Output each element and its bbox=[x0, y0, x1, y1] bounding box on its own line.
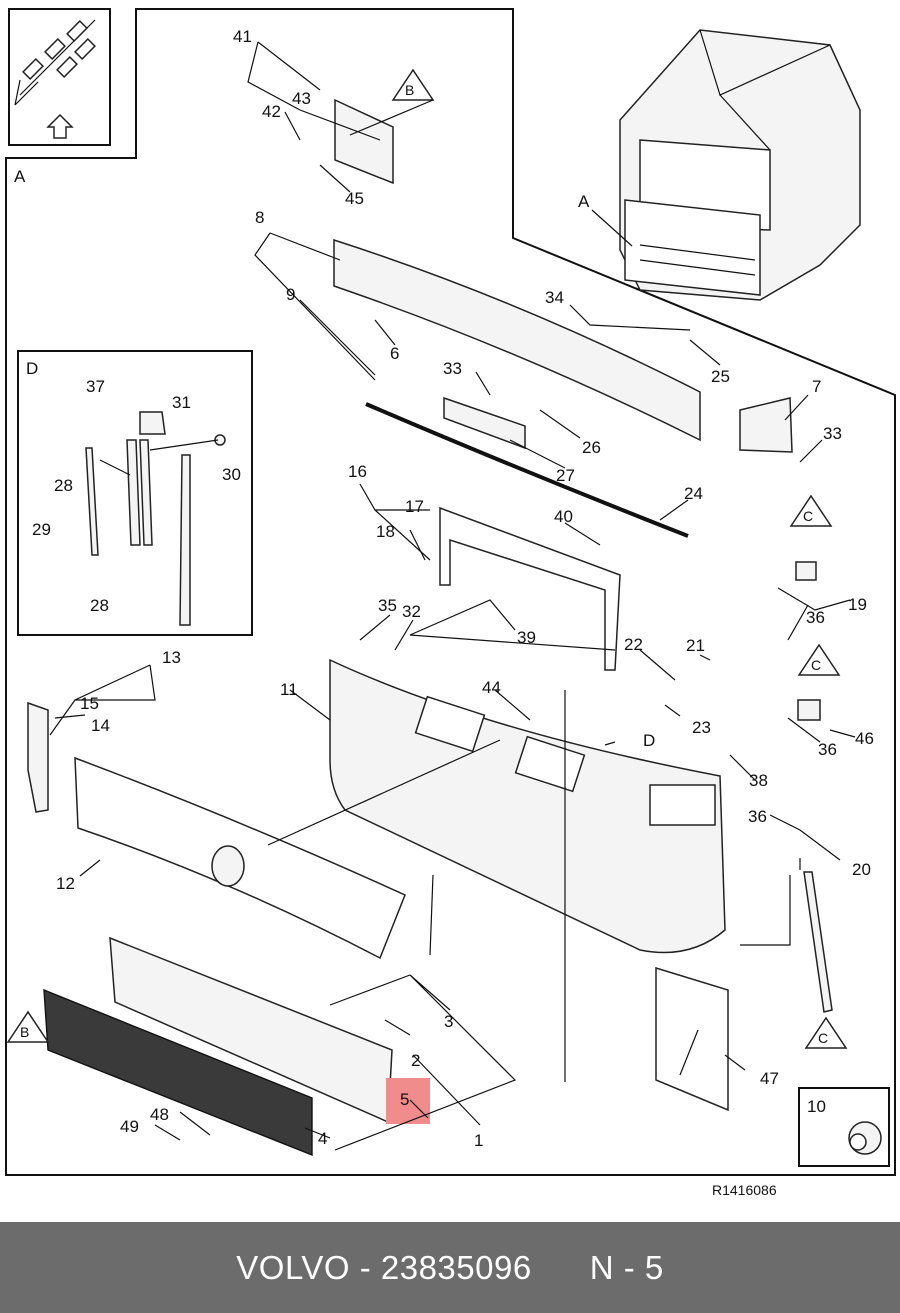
part-label-38: 38 bbox=[749, 771, 768, 790]
part-label-7: 7 bbox=[812, 377, 821, 396]
footer-bar: VOLVO - 23835096 N - 5 bbox=[0, 1222, 900, 1313]
part-label-37: 37 bbox=[86, 377, 105, 396]
part-label-33a: 33 bbox=[443, 359, 462, 378]
grille-emblem bbox=[211, 845, 245, 887]
part-label-44: 44 bbox=[482, 678, 501, 697]
part-label-16: 16 bbox=[348, 462, 367, 481]
view-label-a-cab: A bbox=[578, 192, 590, 211]
detail-d-struts bbox=[85, 411, 226, 626]
end-cap bbox=[27, 701, 49, 813]
part-label-35: 35 bbox=[378, 596, 397, 615]
part-label-43: 43 bbox=[292, 89, 311, 108]
ref-triangle-c-2: C bbox=[797, 643, 841, 676]
part-label-45: 45 bbox=[345, 189, 364, 208]
view-direction-box bbox=[8, 8, 111, 146]
part-label-20: 20 bbox=[852, 860, 871, 879]
footer-gap bbox=[532, 1249, 590, 1287]
mesh-grille bbox=[43, 988, 313, 1157]
part-label-3: 3 bbox=[444, 1012, 453, 1031]
diagram-frame bbox=[5, 8, 896, 1176]
part-label-21: 21 bbox=[686, 636, 705, 655]
upper-panel bbox=[333, 238, 701, 442]
part-label-31: 31 bbox=[172, 393, 191, 412]
part-label-24: 24 bbox=[684, 484, 703, 503]
part-label-42: 42 bbox=[262, 102, 281, 121]
ref-triangle-c-1: C bbox=[789, 494, 833, 527]
part-label-30: 30 bbox=[222, 465, 241, 484]
footer-part-number: 23835096 bbox=[380, 1248, 532, 1286]
part-label-36c: 36 bbox=[748, 807, 767, 826]
footer-position-label: N - 5 bbox=[589, 1248, 664, 1286]
clip-icon bbox=[848, 1121, 882, 1155]
part-label-19: 19 bbox=[848, 595, 867, 614]
part-label-28a: 28 bbox=[54, 476, 73, 495]
part-label-36a: 36 bbox=[806, 608, 825, 627]
part-labels: 1 2 3 4 5 6 7 8 9 10 11 12 13 14 15 16 1… bbox=[32, 27, 874, 1150]
part-label-2: 2 bbox=[411, 1051, 420, 1070]
footer-brand: VOLVO bbox=[236, 1248, 351, 1286]
part-label-13: 13 bbox=[162, 648, 181, 667]
svg-text:B: B bbox=[20, 1024, 29, 1040]
part-label-32: 32 bbox=[402, 602, 421, 621]
part-label-34: 34 bbox=[545, 288, 564, 307]
part-label-15: 15 bbox=[80, 694, 99, 713]
leader-lines bbox=[49, 41, 856, 1151]
part-label-39: 39 bbox=[517, 628, 536, 647]
part-label-10: 10 bbox=[807, 1097, 826, 1116]
gas-strut bbox=[803, 871, 833, 1013]
svg-text:B: B bbox=[405, 82, 414, 98]
part-label-12: 12 bbox=[56, 874, 75, 893]
view-label-a: A bbox=[14, 167, 26, 186]
hinge-46 bbox=[797, 699, 821, 721]
parts-diagram: A D A bbox=[5, 8, 896, 1198]
part-label-33b: 33 bbox=[823, 424, 842, 443]
part-label-11: 11 bbox=[280, 680, 298, 699]
view-label-d: D bbox=[26, 359, 38, 378]
drawing-reference: R1416086 bbox=[712, 1182, 777, 1198]
part-label-47: 47 bbox=[760, 1069, 779, 1088]
part-label-17: 17 bbox=[405, 497, 424, 516]
svg-text:C: C bbox=[811, 657, 821, 673]
part-label-1: 1 bbox=[474, 1131, 483, 1150]
detail-d-box bbox=[17, 350, 253, 636]
view-direction-icon bbox=[14, 19, 96, 139]
part-label-22: 22 bbox=[624, 635, 643, 654]
part-label-46: 46 bbox=[855, 729, 874, 748]
part-label-5: 5 bbox=[400, 1090, 409, 1109]
truck-cab bbox=[619, 29, 861, 301]
part-label-36b: 36 bbox=[818, 740, 837, 759]
part-label-41: 41 bbox=[233, 27, 252, 46]
bracket-frame bbox=[439, 506, 621, 671]
footer-separator: - bbox=[350, 1248, 381, 1286]
part-label-14: 14 bbox=[91, 716, 110, 735]
part-label-29: 29 bbox=[32, 520, 51, 539]
part-label-28b: 28 bbox=[90, 596, 109, 615]
mounting-plate bbox=[334, 98, 394, 185]
ref-triangle-b-bottom: B bbox=[6, 1010, 50, 1043]
part-label-40: 40 bbox=[554, 507, 573, 526]
part-label-48: 48 bbox=[150, 1105, 169, 1124]
part-label-8: 8 bbox=[255, 208, 264, 227]
part-label-27: 27 bbox=[556, 466, 575, 485]
part-label-25: 25 bbox=[711, 367, 730, 386]
part-label-4: 4 bbox=[318, 1129, 327, 1148]
svg-text:C: C bbox=[818, 1030, 828, 1046]
corner-part bbox=[739, 397, 793, 453]
cover-panel bbox=[655, 966, 729, 1112]
ref-triangle-b-top: B bbox=[391, 68, 435, 101]
detail-10-box bbox=[798, 1087, 890, 1167]
part-label-49: 49 bbox=[120, 1117, 139, 1136]
part-label-26: 26 bbox=[582, 438, 601, 457]
seal-strip bbox=[365, 402, 689, 538]
hinge-19 bbox=[795, 561, 817, 581]
ref-triangle-c-3: C bbox=[804, 1016, 848, 1049]
svg-text:C: C bbox=[803, 508, 813, 524]
part-label-6: 6 bbox=[390, 344, 399, 363]
part-label-9: 9 bbox=[286, 285, 295, 304]
part-label-18: 18 bbox=[376, 522, 395, 541]
part-label-23: 23 bbox=[692, 718, 711, 737]
detail-d-ref: D bbox=[643, 731, 655, 750]
